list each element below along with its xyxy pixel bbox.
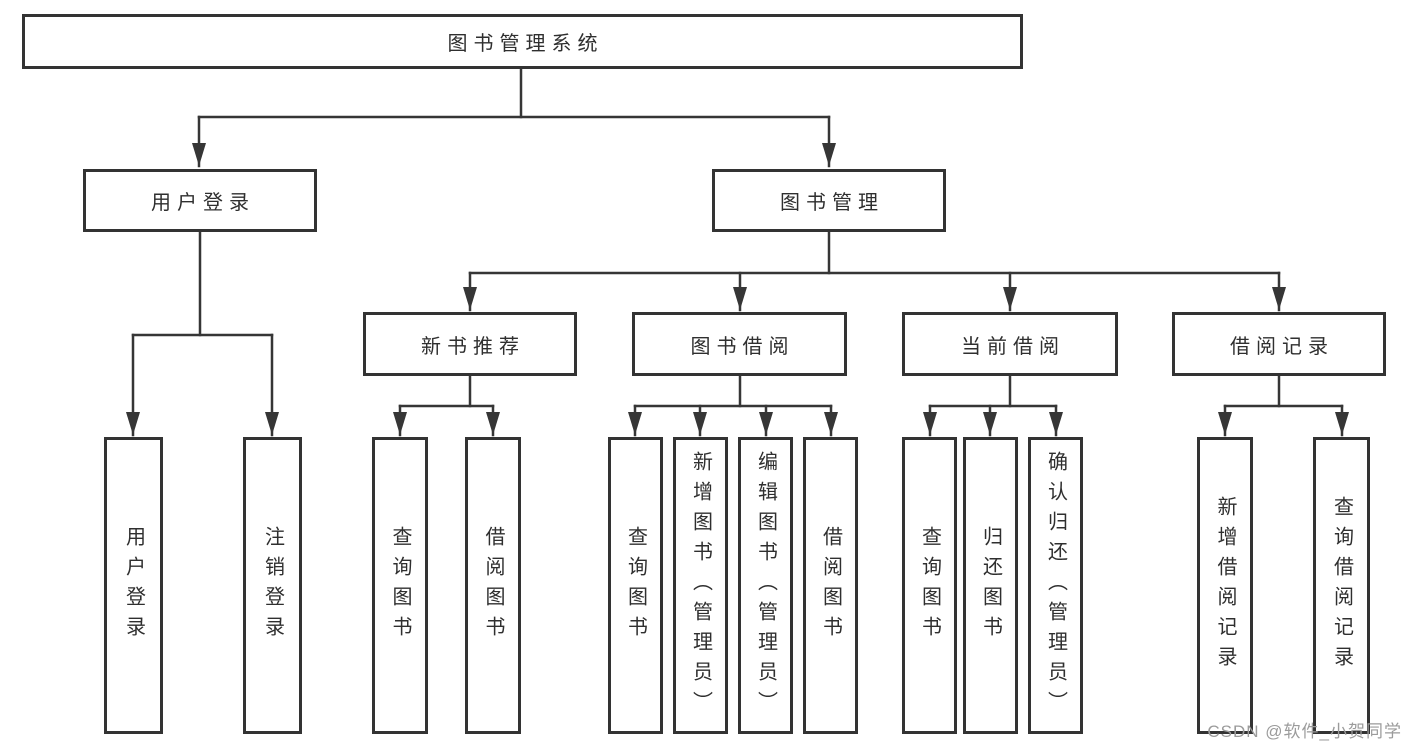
leaf-logout: 注销登录 bbox=[243, 437, 302, 734]
node-book-management: 图书管理 bbox=[712, 169, 946, 232]
leaf-edit-book-admin-label: 编辑图书（管理员） bbox=[754, 450, 777, 721]
leaf-user-login-label: 用户登录 bbox=[122, 525, 145, 646]
csdn-watermark: CSDN @软件_小贺同学 bbox=[1207, 722, 1402, 741]
leaf-borrow-books: 借阅图书 bbox=[803, 437, 858, 734]
leaf-query-books-borrow: 查询图书 bbox=[608, 437, 663, 734]
node-root: 图书管理系统 bbox=[22, 14, 1023, 69]
leaf-add-borrow-record-label: 新增借阅记录 bbox=[1214, 495, 1236, 676]
leaf-borrow-books-recommend: 借阅图书 bbox=[465, 437, 521, 734]
leaf-add-borrow-record: 新增借阅记录 bbox=[1197, 437, 1253, 734]
leaf-confirm-return-admin-label: 确认归还（管理员） bbox=[1044, 450, 1067, 721]
node-book-borrow: 图书借阅 bbox=[632, 312, 847, 376]
leaf-return-books-label: 归还图书 bbox=[979, 525, 1002, 646]
node-user-login: 用户登录 bbox=[83, 169, 317, 232]
node-new-book-recommend: 新书推荐 bbox=[363, 312, 577, 376]
leaf-add-book-admin: 新增图书（管理员） bbox=[673, 437, 728, 734]
node-book-borrow-label: 图书借阅 bbox=[690, 335, 795, 358]
leaf-edit-book-admin: 编辑图书（管理员） bbox=[738, 437, 793, 734]
leaf-query-borrow-record: 查询借阅记录 bbox=[1313, 437, 1370, 734]
leaf-user-login: 用户登录 bbox=[104, 437, 163, 734]
leaf-borrow-books-recommend-label: 借阅图书 bbox=[482, 525, 504, 646]
leaf-logout-label: 注销登录 bbox=[261, 525, 284, 646]
leaf-query-books-current-label: 查询图书 bbox=[918, 525, 941, 646]
leaf-query-books-recommend: 查询图书 bbox=[372, 437, 428, 734]
node-new-book-recommend-label: 新书推荐 bbox=[421, 335, 525, 358]
leaf-query-borrow-record-label: 查询借阅记录 bbox=[1330, 495, 1353, 676]
node-current-borrow: 当前借阅 bbox=[902, 312, 1118, 376]
leaf-query-books-recommend-label: 查询图书 bbox=[389, 525, 411, 646]
leaf-add-book-admin-label: 新增图书（管理员） bbox=[689, 450, 712, 721]
leaf-confirm-return-admin: 确认归还（管理员） bbox=[1028, 437, 1083, 734]
leaf-query-books-borrow-label: 查询图书 bbox=[624, 525, 647, 646]
leaf-borrow-books-label: 借阅图书 bbox=[819, 525, 842, 646]
leaf-query-books-current: 查询图书 bbox=[902, 437, 957, 734]
leaf-return-books: 归还图书 bbox=[963, 437, 1018, 734]
node-user-login-label: 用户登录 bbox=[151, 192, 255, 214]
node-root-label: 图书管理系统 bbox=[447, 33, 604, 55]
node-book-management-label: 图书管理 bbox=[780, 192, 884, 214]
node-current-borrow-label: 当前借阅 bbox=[961, 335, 1065, 358]
node-borrow-records: 借阅记录 bbox=[1172, 312, 1386, 376]
node-borrow-records-label: 借阅记录 bbox=[1230, 335, 1334, 358]
